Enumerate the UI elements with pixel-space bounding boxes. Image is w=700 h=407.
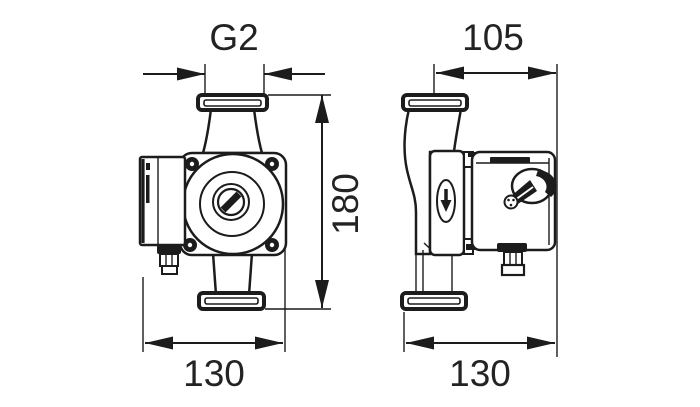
dimension-label-130-side: 130 (449, 353, 511, 394)
front-view (138, 93, 288, 311)
front-cable-gland (157, 245, 181, 275)
arrowhead-icon (315, 95, 329, 123)
vent-slot (490, 157, 530, 163)
arrowhead-icon (528, 66, 556, 80)
arrowhead-icon (264, 67, 292, 81)
dimension-130-front: 130 (142, 248, 286, 394)
front-top-neck (201, 107, 264, 155)
flow-direction-arrowhead (440, 200, 452, 212)
dimension-label-g2: G2 (209, 17, 258, 58)
front-top-flange (196, 93, 269, 112)
screw-icon (185, 157, 199, 171)
screw-icon (265, 238, 279, 252)
side-cable-gland (497, 243, 527, 277)
vent-screw-icon (216, 187, 246, 217)
dimension-label-180: 180 (325, 173, 366, 235)
side-view (400, 93, 557, 311)
dimension-130-side: 130 (403, 312, 555, 394)
side-top-flange (401, 93, 469, 112)
dimension-label-105: 105 (462, 17, 524, 58)
front-terminal-box (138, 155, 187, 247)
arrowhead-icon (406, 336, 434, 350)
front-pump-head (181, 152, 285, 256)
cover-screw-icon (503, 194, 519, 210)
arrowhead-icon (436, 66, 464, 80)
flow-direction-label (436, 179, 456, 223)
dimension-g2: G2 (143, 17, 325, 97)
dimension-180: 180 (265, 94, 366, 310)
dimension-label-130-front: 130 (183, 353, 245, 394)
arrowhead-icon (145, 336, 173, 350)
arrowhead-icon (177, 67, 205, 81)
side-volute-body (403, 107, 463, 256)
front-bottom-neck (211, 251, 254, 297)
screw-icon (183, 238, 197, 252)
dimension-105: 105 (433, 17, 558, 357)
vent-screw-slot (220, 191, 242, 213)
arrowhead-icon (315, 280, 329, 308)
side-bottom-flange (400, 291, 468, 311)
arrowhead-icon (255, 336, 283, 350)
front-bottom-flange (197, 291, 266, 311)
arrowhead-icon (527, 336, 555, 350)
